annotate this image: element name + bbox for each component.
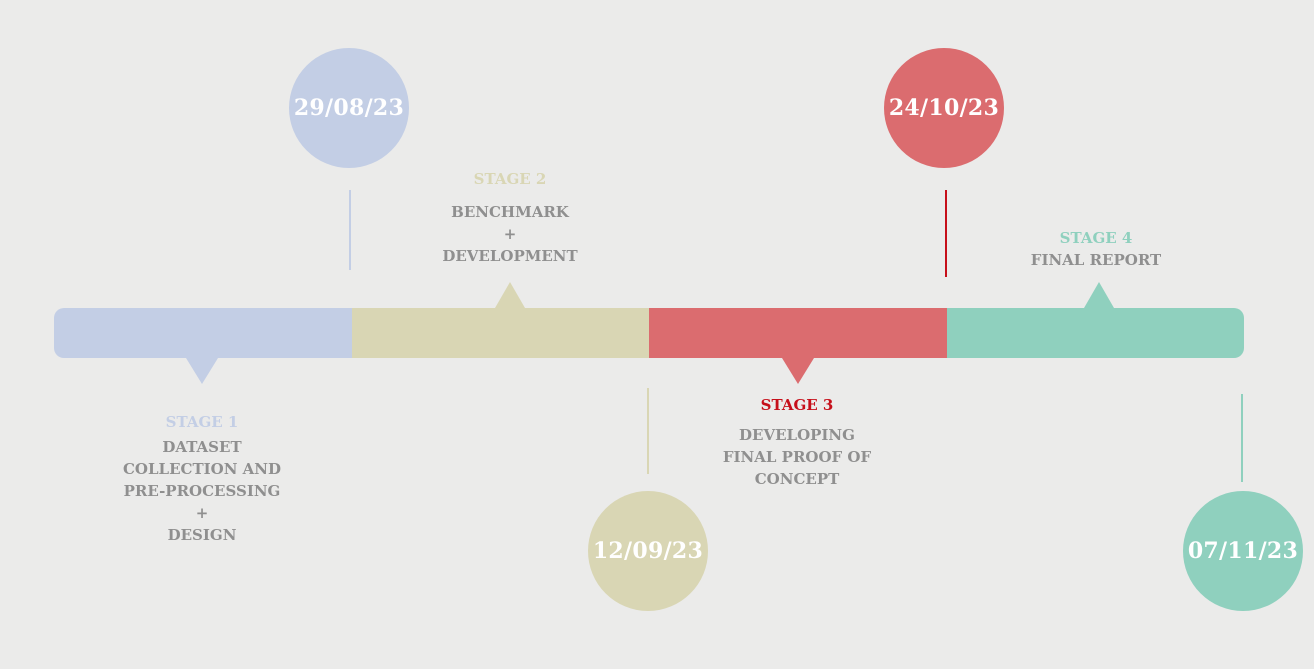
stage-3-desc-line: DEVELOPING bbox=[739, 426, 855, 444]
stage-1-description: DATASET COLLECTION AND PRE-PROCESSING + … bbox=[102, 436, 302, 546]
date-bubble-3: 24/10/23 bbox=[884, 48, 1004, 168]
date-bubble-2: 12/09/23 bbox=[588, 491, 708, 611]
stage-4-label: STAGE 4 FINAL REPORT bbox=[996, 227, 1196, 271]
date-1-connector bbox=[349, 190, 351, 270]
stage-3-description: DEVELOPING FINAL PROOF OF CONCEPT bbox=[697, 424, 897, 490]
stage-2-label: STAGE 2 BENCHMARK + DEVELOPMENT bbox=[410, 168, 610, 267]
stage-3-pointer bbox=[782, 358, 814, 384]
stage-1-label: STAGE 1 DATASET COLLECTION AND PRE-PROCE… bbox=[102, 411, 302, 546]
stage-1-desc-line: COLLECTION AND bbox=[122, 460, 281, 478]
stage-2-desc-line: BENCHMARK bbox=[451, 203, 569, 221]
timeline-segment-stage-1 bbox=[54, 308, 352, 358]
stage-1-desc-line: PRE-PROCESSING bbox=[123, 482, 281, 500]
date-2-connector bbox=[647, 388, 649, 474]
stage-1-desc-line: DATASET bbox=[162, 438, 242, 456]
date-3-connector bbox=[945, 190, 947, 277]
stage-2-desc-line: DEVELOPMENT bbox=[442, 247, 578, 265]
timeline-segment-stage-2 bbox=[352, 308, 649, 358]
stage-4-description: FINAL REPORT bbox=[996, 249, 1196, 271]
stage-2-title: STAGE 2 bbox=[473, 170, 547, 188]
date-4-connector bbox=[1241, 394, 1243, 482]
stage-1-desc-line: + bbox=[195, 504, 209, 522]
stage-1-pointer bbox=[186, 358, 218, 384]
stage-1-title: STAGE 1 bbox=[165, 413, 239, 431]
stage-3-desc-line: FINAL PROOF OF bbox=[722, 448, 872, 466]
stage-1-desc-line: DESIGN bbox=[167, 526, 237, 544]
stage-3-title: STAGE 3 bbox=[760, 396, 834, 414]
stage-4-desc-line: FINAL REPORT bbox=[1030, 251, 1162, 269]
stage-3-desc-line: CONCEPT bbox=[754, 470, 840, 488]
stage-2-description: BENCHMARK + DEVELOPMENT bbox=[410, 201, 610, 267]
stage-4-title: STAGE 4 bbox=[1059, 229, 1133, 247]
timeline-segment-stage-4 bbox=[947, 308, 1244, 358]
date-bubble-4: 07/11/23 bbox=[1183, 491, 1303, 611]
stage-4-pointer bbox=[1084, 282, 1114, 308]
stage-2-desc-line: + bbox=[503, 225, 517, 243]
timeline-segment-stage-3 bbox=[649, 308, 947, 358]
stage-3-label: STAGE 3 DEVELOPING FINAL PROOF OF CONCEP… bbox=[697, 394, 897, 490]
stage-2-pointer bbox=[495, 282, 525, 308]
date-bubble-1: 29/08/23 bbox=[289, 48, 409, 168]
